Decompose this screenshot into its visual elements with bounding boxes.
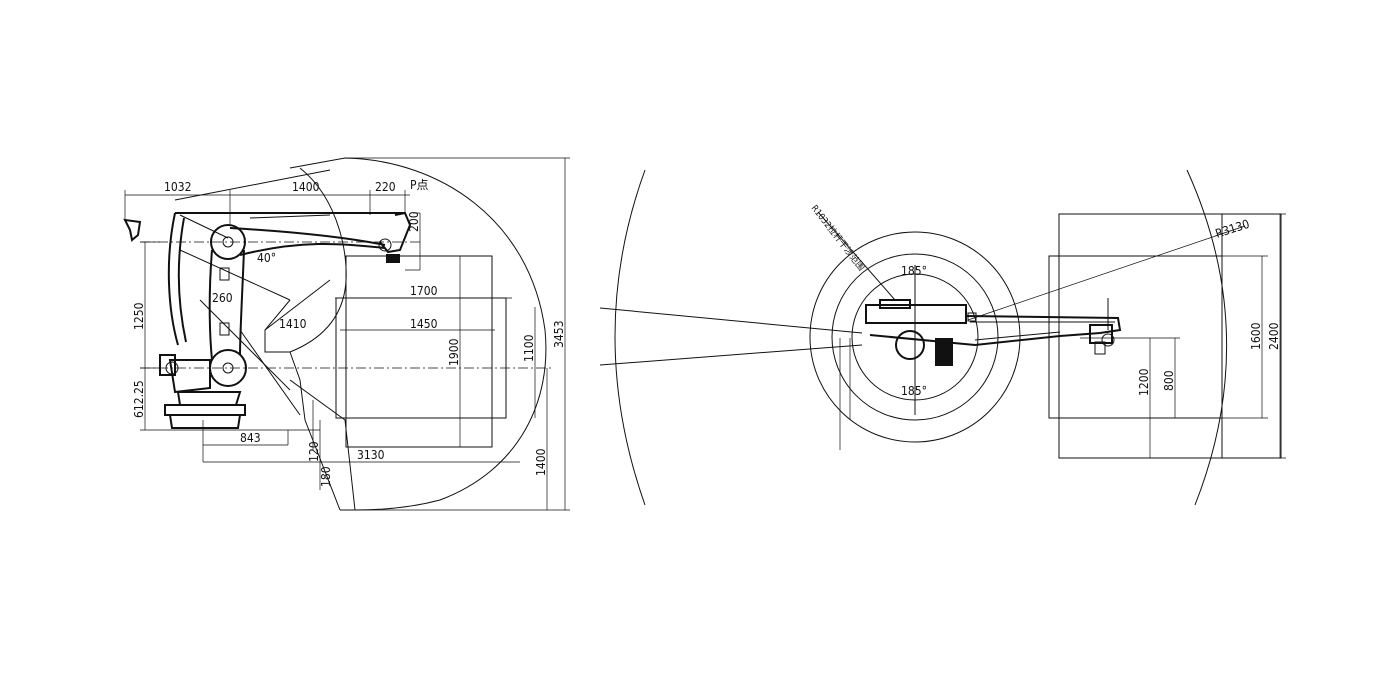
dim-2400: 2400 — [1267, 322, 1281, 350]
side-dimension-lines — [124, 157, 570, 511]
rotation-wedge — [599, 307, 863, 366]
dim-1200: 1200 — [1137, 368, 1151, 396]
dim-1700: 1700 — [410, 284, 438, 298]
top-view: R1032拉杆干涉范围 185° 185° R3130 1600 2400 12… — [599, 169, 1286, 506]
r1032-interference-label: R1032拉杆干涉范围 — [809, 202, 868, 273]
dim-200: 200 — [407, 211, 421, 232]
pallet-area-1900 — [345, 255, 493, 448]
dim-1032: 1032 — [164, 180, 191, 194]
p-point-label: P点 — [410, 178, 429, 192]
pallet-area-1100 — [335, 297, 507, 419]
dim-3130: 3130 — [357, 448, 385, 462]
dim-1400-right: 1400 — [534, 448, 548, 476]
radius-3130: R3130 — [1214, 217, 1252, 241]
dim-1400-top: 1400 — [292, 180, 320, 194]
dim-800: 800 — [1162, 370, 1176, 391]
pallet-area-1600 — [1048, 255, 1223, 419]
dim-1410: 1410 — [279, 317, 307, 331]
angle-185-bottom: 185° — [901, 384, 927, 398]
reach-arc-right — [1186, 169, 1228, 506]
dim-220: 220 — [375, 180, 396, 194]
work-envelope-inner — [264, 167, 347, 353]
rotation-circle-mid — [831, 253, 999, 421]
dim-120: 120 — [307, 441, 321, 462]
robot-top — [865, 298, 1122, 366]
dim-1600: 1600 — [1249, 322, 1263, 350]
top-dimension-lines — [839, 213, 1286, 459]
work-envelope-outer — [289, 157, 547, 511]
dim-1900: 1900 — [447, 338, 461, 366]
dim-612-25: 612.25 — [132, 380, 146, 418]
dim-1100: 1100 — [522, 334, 536, 362]
dim-260: 260 — [212, 291, 233, 305]
angle-40: 40° — [257, 251, 276, 265]
dim-1450: 1450 — [410, 317, 438, 331]
dim-1250: 1250 — [132, 302, 146, 330]
counterweight-icon — [123, 218, 142, 242]
side-view: 1032 1400 220 P点 200 40° 260 1410 1700 1… — [123, 157, 570, 511]
link-interference-circle — [809, 231, 1021, 443]
reach-arc-left — [614, 169, 646, 506]
pallet-area-2400 — [1058, 213, 1282, 459]
robot-side — [123, 211, 412, 429]
dim-180: 180 — [319, 466, 333, 487]
envelope-diagonal-lines — [174, 169, 331, 391]
envelope-lower-lines — [239, 279, 356, 511]
angle-185-top: 185° — [901, 264, 927, 278]
dim-843: 843 — [240, 431, 261, 445]
dim-3453: 3453 — [552, 321, 566, 348]
